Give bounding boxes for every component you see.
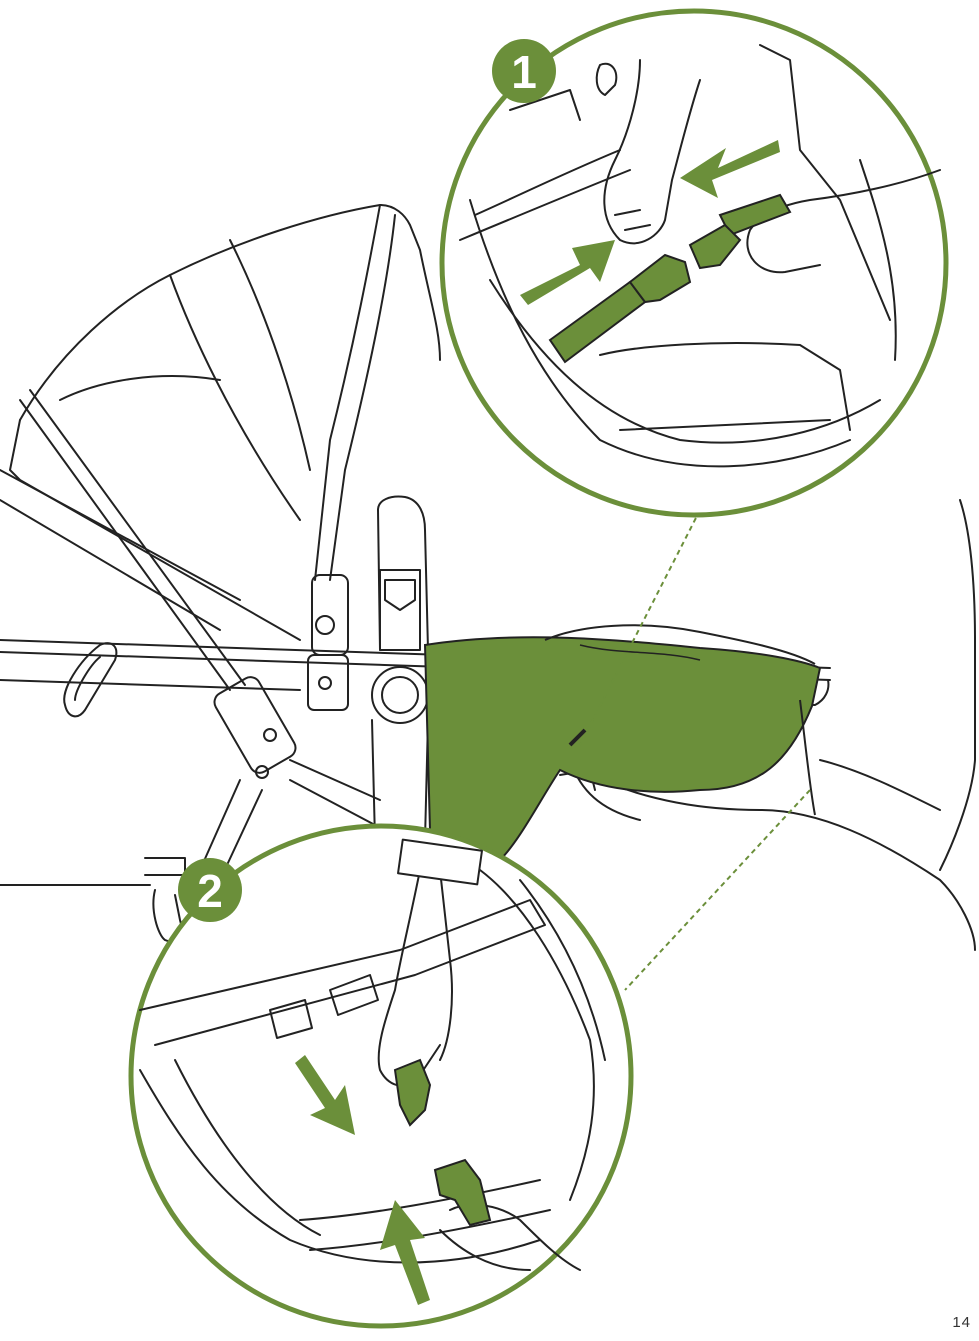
bassinet-basket [423,636,822,864]
callout-lines [579,509,811,991]
handle-post [377,495,429,651]
detail-circle-1: 1 [439,8,949,518]
buckle-male [628,253,692,304]
buckle-lower [433,1158,492,1227]
arrow-left [680,140,780,198]
detail-circle-2: 2 [128,823,634,1329]
arrow-up [380,1200,430,1305]
step-badge-2: 2 [178,858,242,922]
step-number-2: 2 [197,865,223,917]
buckle-upper [393,1058,432,1127]
arrow-down [295,1055,355,1135]
step-badge-1: 1 [492,39,556,103]
step-number-1: 1 [511,46,537,98]
arrow-right [520,240,615,305]
page-number: 14 [952,1314,971,1331]
stroller-drawing [0,204,976,951]
canopy [19,204,441,421]
buckle-female [688,223,742,270]
